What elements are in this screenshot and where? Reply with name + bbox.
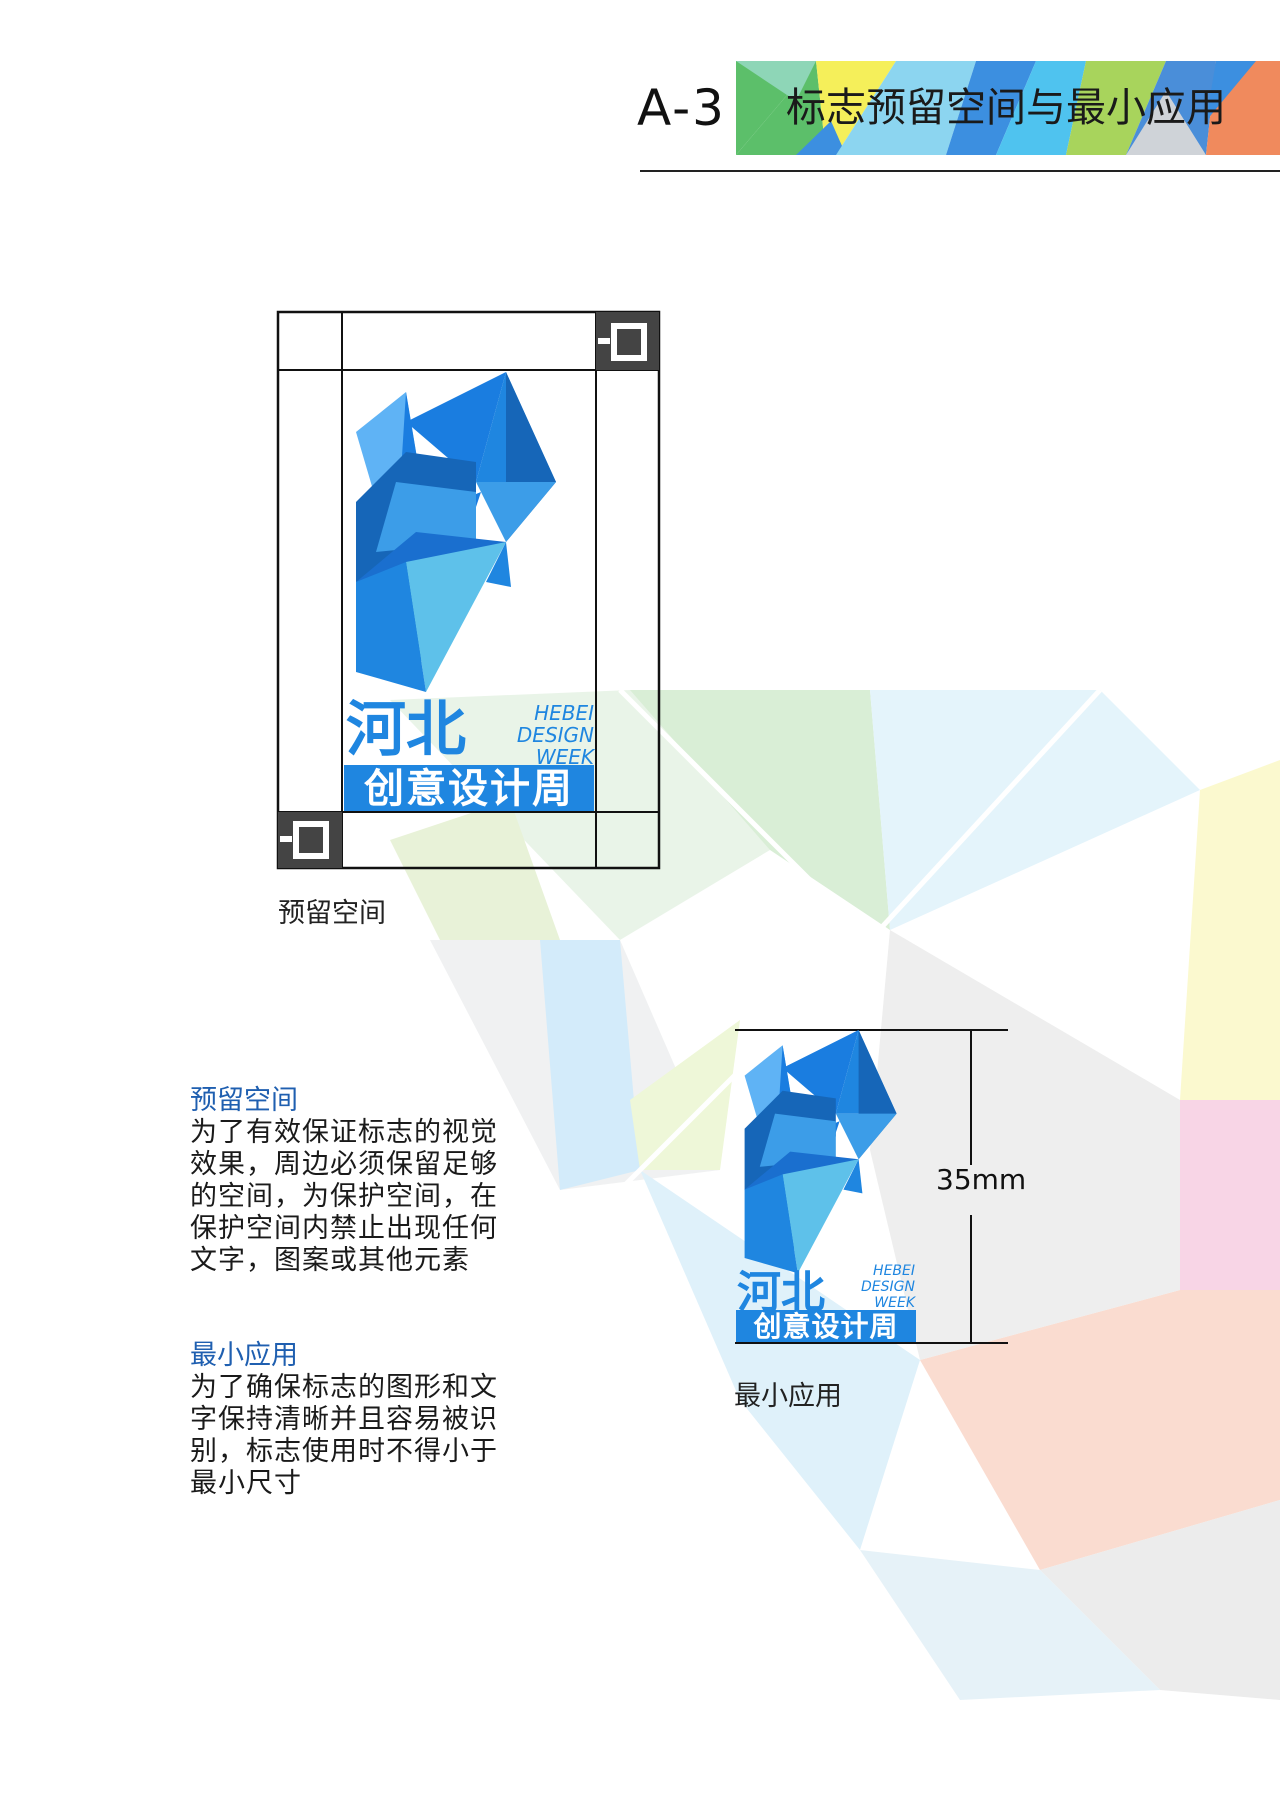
notes-clearspace-body: 为了有效保证标志的视觉效果，周边必须保留足够的空间，为保护空间，在保护空间内禁止… xyxy=(190,1117,498,1276)
logo-name-cn-2: 创意设计周 xyxy=(364,766,574,812)
minimum-caption: 最小应用 xyxy=(734,1381,842,1412)
logo-name-en-1: HEBEI xyxy=(534,701,594,725)
notes-clearspace: 预留空间 为了有效保证标志的视觉效果，周边必须保留足够的空间，为保护空间，在保护… xyxy=(190,1085,510,1277)
header-banner xyxy=(736,61,1280,155)
notes-clearspace-heading: 预留空间 xyxy=(190,1085,298,1116)
page-code: A-3 xyxy=(637,79,726,137)
logo-small-en-2: DESIGN xyxy=(861,1279,915,1295)
logo-small-en-3: WEEK xyxy=(874,1295,917,1311)
clearance-unit-bottom-left xyxy=(278,812,342,868)
clearspace-diagram: 河北 HEBEI DESIGN WEEK 创意设计周 xyxy=(276,310,661,870)
logo-name-en-2: DESIGN xyxy=(517,723,594,747)
clearance-unit-top-right xyxy=(596,312,659,370)
notes-minimum: 最小应用 为了确保标志的图形和文字保持清晰并且容易被识别，标志使用时不得小于最小… xyxy=(190,1340,510,1500)
clearspace-caption: 预留空间 xyxy=(278,898,386,929)
logo-small-name-cn-2: 创意设计周 xyxy=(752,1310,898,1343)
logo-small-en-1: HEBEI xyxy=(873,1263,915,1279)
logo-small-name-cn-1: 河北 xyxy=(737,1267,825,1318)
section-title: 标志预留空间与最小应用 xyxy=(786,85,1226,131)
minimum-size-diagram: 河北 HEBEI DESIGN WEEK 创意设计周 xyxy=(735,1029,1008,1344)
dimension-label: 35mm xyxy=(936,1163,1027,1196)
header-divider xyxy=(640,170,1280,172)
notes-minimum-body: 为了确保标志的图形和文字保持清晰并且容易被识别，标志使用时不得小于最小尺寸 xyxy=(190,1372,498,1499)
logo-mark xyxy=(356,372,556,692)
notes-minimum-heading: 最小应用 xyxy=(190,1340,298,1371)
logo-mark-small xyxy=(744,1030,897,1274)
logo-name-cn-1: 河北 xyxy=(346,695,466,765)
